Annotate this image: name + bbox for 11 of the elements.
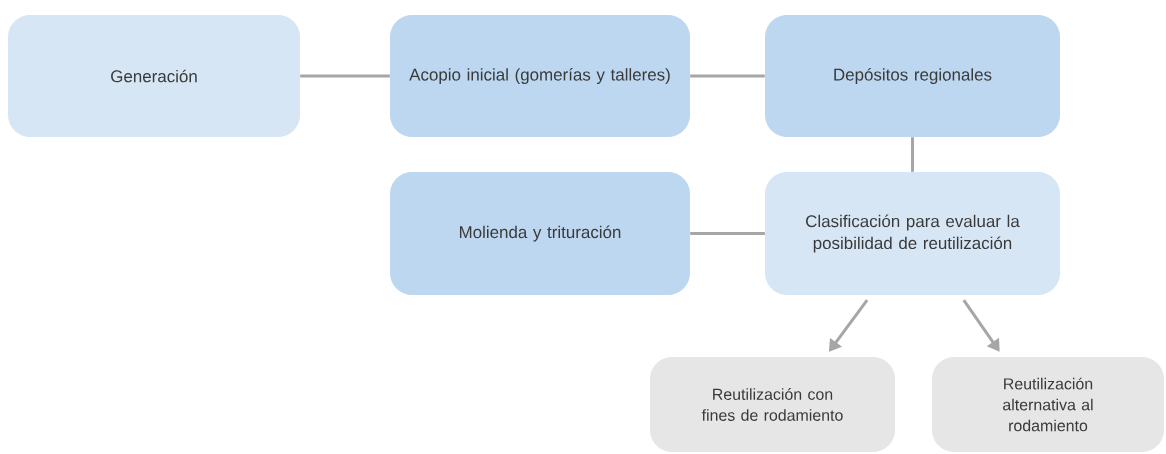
process-box: Molienda y trituración <box>390 172 690 295</box>
connector-line <box>911 137 914 172</box>
connector-line <box>690 232 765 235</box>
process-box: Acopio inicial (gomerías y talleres) <box>390 15 690 137</box>
process-box: Generación <box>8 15 300 137</box>
process-box: Reutilización con fines de rodamiento <box>650 357 895 452</box>
connector-line <box>300 74 390 78</box>
process-box: Depósitos regionales <box>765 15 1060 137</box>
connector-line <box>690 74 765 78</box>
process-box: Clasificación para evaluar la posibilidad de reutilización <box>765 172 1060 295</box>
process-box: Reutilización alternativa al rodamiento <box>932 357 1164 452</box>
